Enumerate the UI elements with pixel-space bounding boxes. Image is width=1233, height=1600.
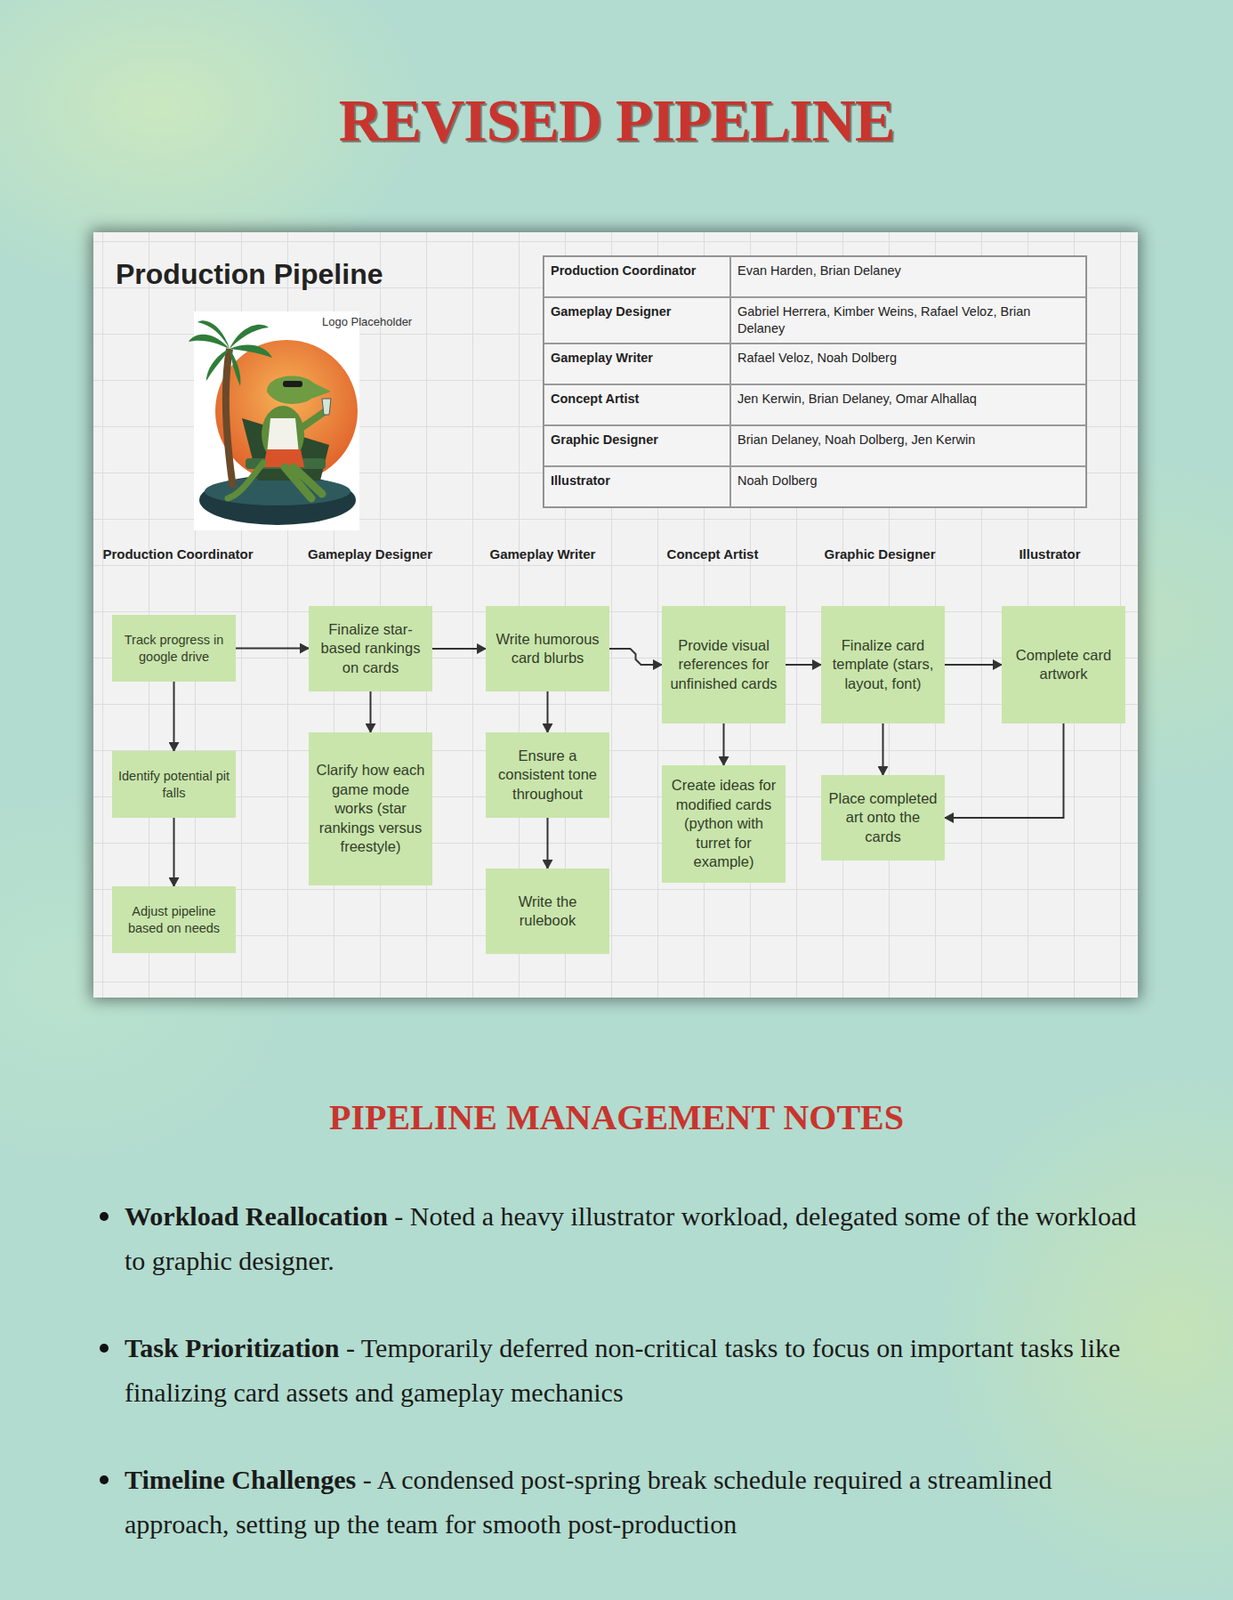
process-box: Write the rulebook	[485, 868, 610, 954]
box-text: Finalize star-based rankings on cards	[314, 620, 428, 677]
names-cell: Gabriel Herrera, Kimber Weins, Rafael Ve…	[730, 297, 1087, 344]
process-box: Identify potential pit falls	[112, 750, 236, 818]
flow-arrow	[173, 817, 176, 887]
process-box: Write humorous card blurbs	[485, 605, 610, 692]
flow-arrow	[944, 663, 1002, 666]
logo-island	[199, 475, 356, 525]
column-header: Illustrator	[1018, 546, 1080, 562]
column-header: Gameplay Writer	[490, 546, 597, 562]
column-header: Gameplay Designer	[307, 546, 433, 562]
logo-sun	[215, 339, 358, 483]
bullet-dot	[99, 1211, 109, 1221]
flow-arrow	[547, 691, 549, 733]
role-cell: Concept Artist	[543, 384, 731, 426]
flow-arrow	[723, 723, 726, 766]
names-cell: Rafael Veloz, Noah Dolberg	[730, 343, 1087, 385]
box-text: Identify potential pit falls	[117, 767, 231, 802]
box-text: Adjust pipeline based on needs	[117, 902, 231, 937]
note-item: Timeline Challenges- A condensed post-sp…	[124, 1457, 1139, 1547]
flow-arrow	[173, 681, 176, 751]
process-box: Clarify how each game mode works (star r…	[308, 732, 433, 886]
box-text: Write the rulebook	[491, 892, 605, 931]
palm-leaves	[188, 320, 273, 387]
box-text: Track progress in google drive	[117, 631, 231, 666]
box-text: Write humorous card blurbs	[491, 629, 605, 669]
process-box: Provide visual references for unfinished…	[661, 605, 786, 724]
role-cell: Gameplay Writer	[543, 343, 731, 385]
flow-arrow	[609, 648, 662, 665]
box-text: Ensure a consistent tone throughout	[491, 746, 605, 804]
box-text: Place completed art onto the cards	[826, 789, 940, 847]
role-cell: Production Coordinator	[543, 256, 731, 298]
box-text: Create ideas for modified cards (python …	[667, 775, 781, 871]
names-cell: Jen Kerwin, Brian Delaney, Omar Alhallaq	[730, 384, 1087, 426]
note-term: Timeline Challenges	[124, 1464, 363, 1494]
panel-heading: Production Pipeline	[115, 257, 383, 291]
names-cell: Evan Harden, Brian Delaney	[730, 256, 1087, 298]
process-box: Adjust pipeline based on needs	[112, 886, 236, 953]
process-box: Place completed art onto the cards	[821, 774, 945, 861]
roles-table: Production CoordinatorEvan Harden, Brian…	[542, 255, 1088, 508]
bullet-dot	[99, 1343, 109, 1353]
page-title: REVISED PIPELINE	[0, 81, 1233, 159]
notes-list: Workload Reallocation- Noted a heavy ill…	[124, 1193, 1139, 1589]
names-cell: Noah Dolberg	[730, 466, 1087, 508]
column-header: Concept Artist	[667, 546, 759, 562]
process-box: Finalize card template (stars, layout, f…	[821, 605, 945, 724]
role-cell: Illustrator	[543, 466, 731, 508]
role-cell: Gameplay Designer	[543, 297, 731, 344]
flow-arrow	[944, 723, 1064, 818]
flow-arrow	[547, 817, 549, 869]
flow-arrow	[235, 647, 309, 650]
note-item: Workload Reallocation- Noted a heavy ill…	[124, 1193, 1139, 1283]
process-box: Finalize star-based rankings on cards	[308, 605, 433, 692]
box-text: Complete card artwork	[1007, 645, 1121, 685]
flow-arrow	[785, 663, 822, 666]
flow-arrow	[882, 723, 885, 775]
flow-arrow	[432, 647, 486, 650]
names-cell: Brian Delaney, Noah Dolberg, Jen Kerwin	[730, 425, 1087, 467]
section-heading: PIPELINE MANAGEMENT NOTES	[0, 1096, 1233, 1138]
process-box: Ensure a consistent tone throughout	[485, 732, 610, 818]
process-box: Track progress in google drive	[112, 614, 236, 682]
column-header: Graphic Designer	[823, 546, 935, 562]
logo-caption: Logo Placeholder	[322, 314, 412, 329]
flow-arrow	[370, 691, 372, 733]
crocodile-in-chair	[227, 376, 331, 499]
note-item: Task Prioritization- Temporarily deferre…	[124, 1325, 1139, 1415]
note-term: Workload Reallocation	[124, 1200, 395, 1231]
process-box: Create ideas for modified cards (python …	[661, 765, 786, 883]
note-term: Task Prioritization	[124, 1332, 347, 1362]
box-text: Clarify how each game mode works (star r…	[314, 760, 428, 856]
role-cell: Graphic Designer	[543, 425, 731, 467]
column-header: Production Coordinator	[102, 546, 253, 562]
box-text: Provide visual references for unfinished…	[667, 636, 781, 694]
process-box: Complete card artwork	[1001, 605, 1126, 724]
box-text: Finalize card template (stars, layout, f…	[826, 636, 940, 694]
palm-trunk	[225, 348, 234, 488]
bullet-dot	[99, 1474, 109, 1484]
